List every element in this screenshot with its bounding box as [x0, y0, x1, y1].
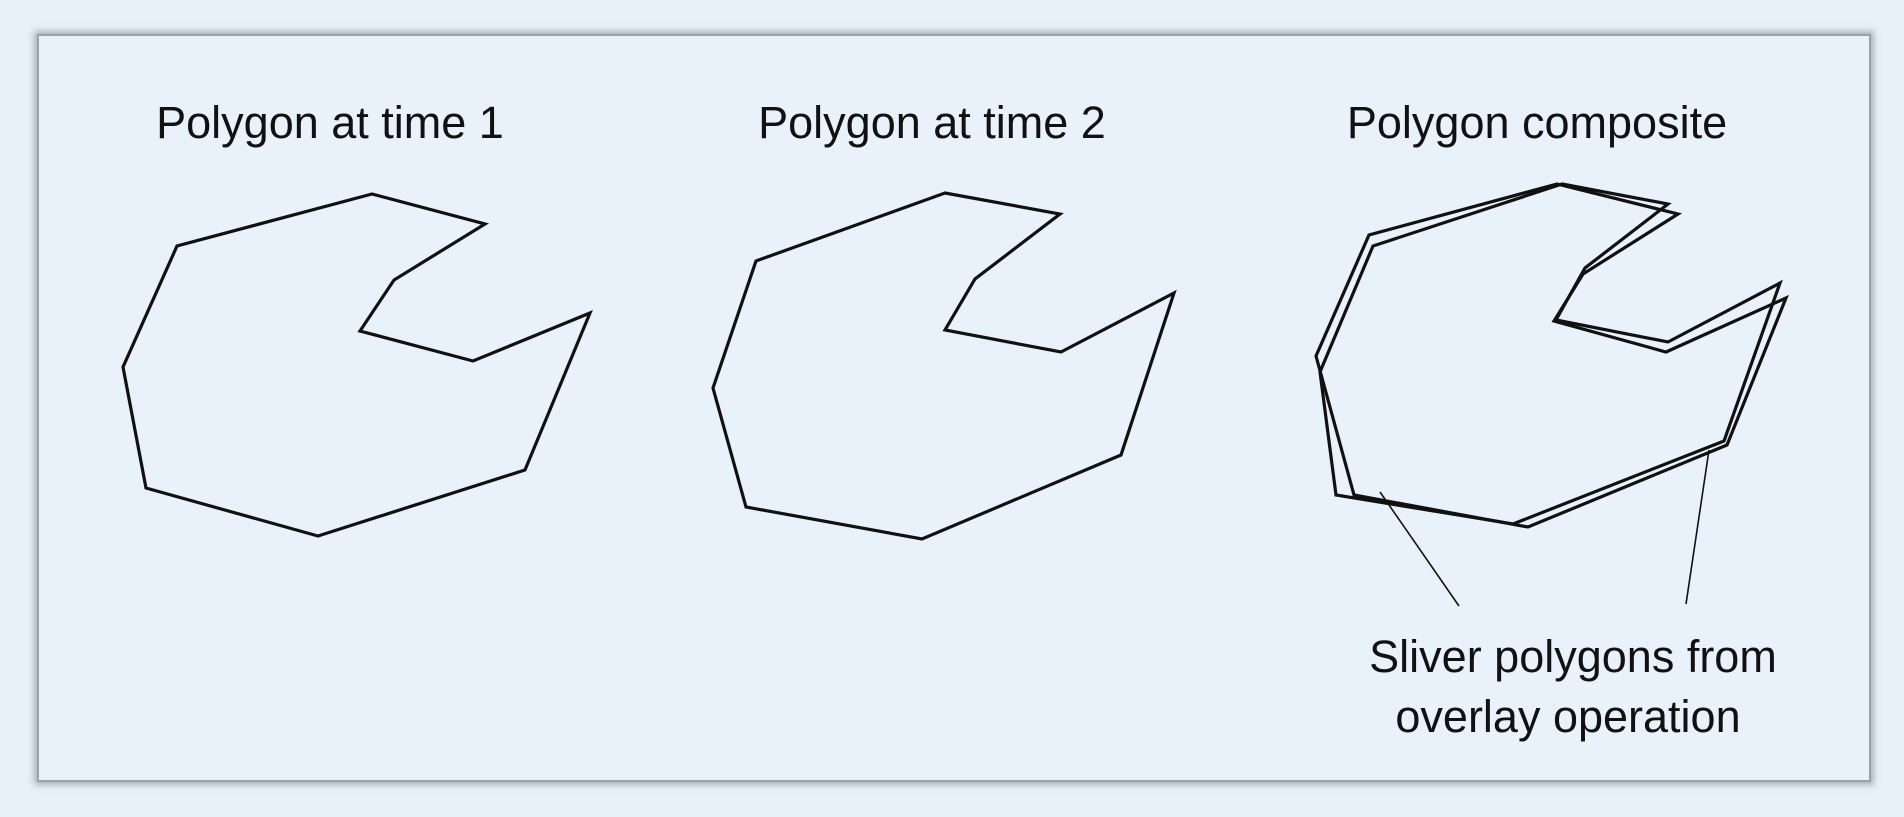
polygon-time-2: [711, 191, 1177, 541]
polygon-time-1: [121, 192, 593, 538]
composite-polygon-a: [1314, 182, 1789, 529]
panel-title-time-1: Polygon at time 1: [156, 97, 504, 148]
annotation-line-1: Sliver polygons from: [1369, 631, 1777, 682]
leader-line-left: [1379, 491, 1460, 607]
leader-line-right: [1685, 449, 1710, 605]
panel-title-composite: Polygon composite: [1347, 97, 1727, 148]
annotation-line-2: overlay operation: [1395, 691, 1740, 742]
panel-title-time-2: Polygon at time 2: [758, 97, 1106, 148]
composite-polygon-b: [1318, 182, 1783, 526]
figure-frame: [37, 34, 1871, 782]
